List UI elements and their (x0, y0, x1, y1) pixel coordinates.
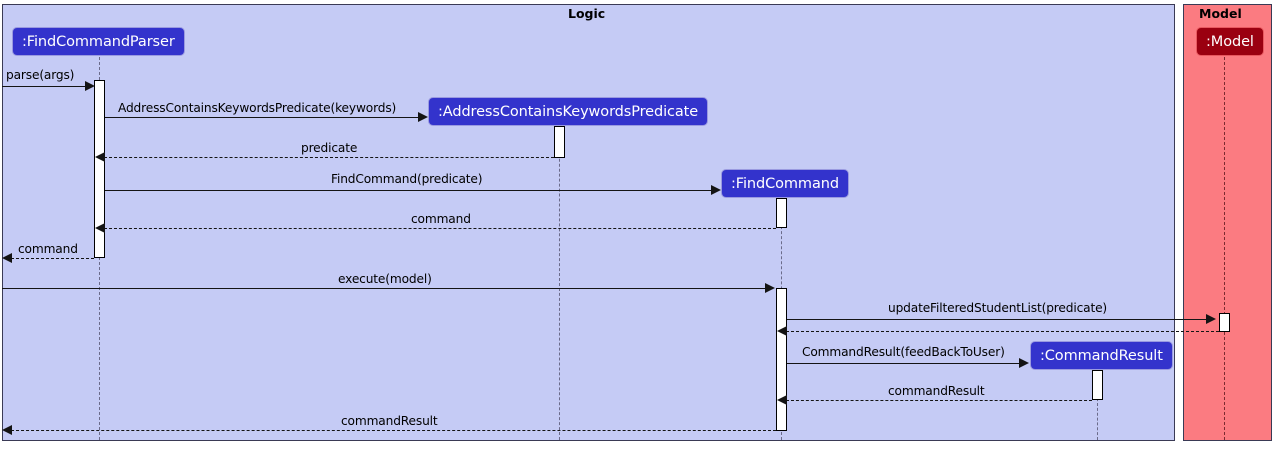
message-line-execute-model (2, 288, 766, 289)
message-line-command-to-caller (11, 258, 94, 259)
arrowhead-right-execute-model (765, 283, 775, 293)
message-label-findcommand-predicate: FindCommand(predicate) (331, 172, 483, 186)
activation-model (1219, 313, 1230, 332)
lifeline-commandresult (1097, 369, 1098, 440)
arrowhead-left-commandresult-return (777, 395, 787, 405)
activation-findcommand-execute (776, 288, 787, 431)
message-line-return-from-model (786, 331, 1219, 332)
message-label-addresscontainskeywordspredicate: AddressContainsKeywordsPredicate(keyword… (118, 101, 397, 115)
arrowhead-right-commandresult-feedbacktouser (1019, 358, 1029, 368)
participant-addresscontainskeywordspredicate[interactable]: :AddressContainsKeywordsPredicate (428, 97, 709, 126)
message-line-updatefilteredstudentlist (787, 319, 1207, 320)
arrowhead-right-findcommand-predicate (711, 185, 721, 195)
frame-model-label: Model (1199, 6, 1242, 21)
arrowhead-right-addresscontainskeywordspredicate (418, 112, 428, 122)
message-label-updatefilteredstudentlist: updateFilteredStudentList(predicate) (888, 301, 1108, 315)
message-label-parse-args: parse(args) (6, 68, 75, 82)
frame-model (1183, 4, 1272, 441)
message-line-command-from-findcommand (104, 228, 776, 229)
participant-findcommand[interactable]: :FindCommand (721, 169, 849, 198)
lifeline-model (1224, 57, 1225, 440)
frame-logic-label: Logic (568, 6, 606, 21)
participant-commandresult[interactable]: :CommandResult (1030, 341, 1173, 370)
message-label-execute-model: execute(model) (338, 272, 432, 286)
message-label-predicate: predicate (301, 141, 358, 155)
message-line-addresscontainskeywordspredicate (105, 117, 420, 118)
arrowhead-left-return-from-model (777, 326, 787, 336)
message-label-commandresult-to-caller: commandResult (341, 414, 438, 428)
message-line-predicate (104, 157, 554, 158)
lifeline-addresscontainskeywordspredicate (559, 124, 560, 440)
arrowhead-left-command-to-caller (2, 253, 12, 263)
message-line-commandresult-feedbacktouser (787, 363, 1021, 364)
message-label-commandresult-feedbacktouser: CommandResult(feedBackToUser) (802, 345, 1005, 359)
message-label-command-from-findcommand: command (411, 212, 471, 226)
frame-logic (2, 4, 1175, 441)
arrowhead-left-command-from-findcommand (95, 223, 105, 233)
activation-addresscontainskeywordspredicate (554, 126, 565, 158)
message-line-commandresult-to-caller (11, 430, 776, 431)
message-line-findcommand-predicate (105, 190, 713, 191)
message-label-command-to-caller: command (18, 242, 78, 256)
message-line-parse-args (2, 86, 86, 87)
arrowhead-right-parse-args (85, 81, 95, 91)
activation-commandresult (1092, 370, 1103, 400)
message-label-commandresult-return: commandResult (888, 384, 985, 398)
arrowhead-left-predicate (95, 152, 105, 162)
arrowhead-left-commandresult-to-caller (2, 425, 12, 435)
message-line-commandresult-return (786, 400, 1092, 401)
activation-findcommand-construct (776, 198, 787, 228)
participant-findcommandparser[interactable]: :FindCommandParser (12, 27, 185, 56)
activation-findcommandparser (94, 80, 105, 258)
arrowhead-right-updatefilteredstudentlist (1206, 314, 1216, 324)
participant-model[interactable]: :Model (1196, 27, 1264, 56)
